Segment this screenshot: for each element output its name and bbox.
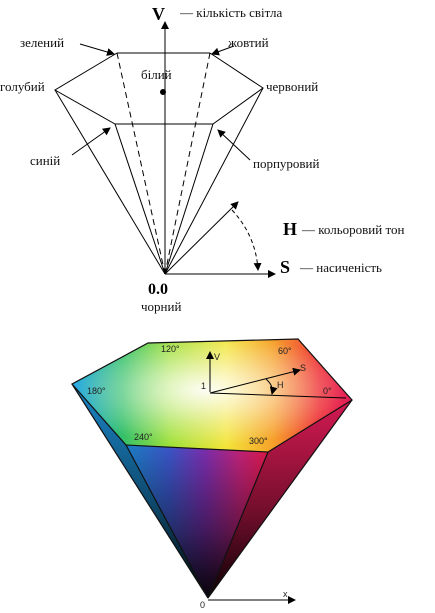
label-black: чорний: [141, 299, 181, 314]
label-240: 240°: [134, 432, 153, 442]
origin-label: 0.0: [148, 281, 168, 298]
v-description: — кількість світла: [179, 5, 283, 20]
edge-cyan: [54, 89, 166, 275]
shade-front: [126, 445, 268, 598]
h-symbol: H: [283, 219, 297, 239]
label-v-inner: V: [214, 352, 220, 362]
magenta-leader: [217, 129, 251, 161]
hexcone-top-highlight: [72, 339, 352, 452]
edge-red: [164, 87, 264, 275]
label-magenta: порпуровий: [253, 156, 320, 171]
white-point-dot: [160, 89, 166, 95]
s-vector: [209, 367, 301, 394]
label-s-inner: S: [300, 363, 306, 373]
cone-edge-300: [207, 451, 269, 599]
cone-edge-right: [207, 399, 353, 599]
label-cyan: голубий: [0, 79, 45, 94]
label-red: червоний: [266, 79, 318, 94]
label-yellow: жовтий: [227, 35, 269, 50]
label-0: 0°: [323, 386, 332, 396]
edge-blue: [114, 123, 166, 275]
label-x: x: [283, 589, 288, 599]
h-description: — кольоровий тон: [301, 222, 404, 237]
label-120: 120°: [161, 344, 180, 354]
label-h-inner: H: [277, 380, 284, 390]
yellow-leader: [211, 45, 235, 56]
hexcone-colored: [71, 338, 353, 604]
zero-degree-line: [209, 392, 347, 399]
edge-magenta: [164, 123, 214, 275]
hidden-edge-green: [116, 52, 166, 275]
h-vector: [164, 201, 239, 275]
hidden-edge-yellow: [164, 52, 211, 275]
label-white: білий: [141, 67, 172, 82]
hexcone-wireframe: [54, 21, 276, 278]
v-axis-label: V: [152, 4, 165, 24]
label-one: 1: [201, 381, 206, 391]
label-180: 180°: [87, 386, 106, 396]
h-arc: [265, 378, 278, 395]
label-300: 300°: [249, 436, 268, 446]
label-green: зелений: [20, 35, 64, 50]
label-60: 60°: [278, 346, 292, 356]
cone-edge-left: [71, 383, 209, 599]
hexagon-outline: [54, 52, 264, 125]
hue-arc: [231, 209, 262, 271]
s-symbol: S: [280, 257, 290, 277]
label-blue: синій: [30, 153, 60, 168]
green-leader: [79, 43, 115, 56]
blue-leader: [71, 127, 111, 156]
label-zero: 0: [200, 600, 205, 610]
cone-edge-240: [125, 444, 209, 599]
s-description: — насиченість: [299, 260, 382, 275]
